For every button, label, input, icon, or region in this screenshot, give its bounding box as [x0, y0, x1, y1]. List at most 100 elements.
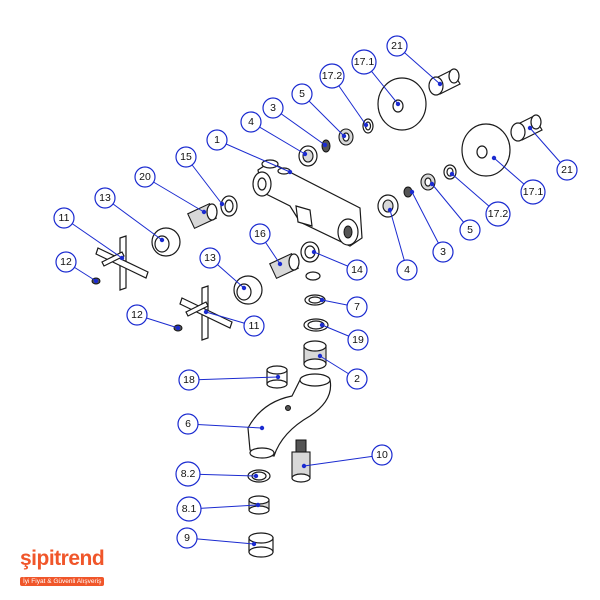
part-cap-18 — [266, 365, 288, 389]
callout-17-2: 17.2 — [449, 171, 511, 227]
part-cartridge-20 — [187, 202, 218, 230]
part-seat-5-top — [338, 128, 354, 146]
callout-circle — [351, 49, 377, 75]
part-oring-19 — [303, 318, 329, 332]
callout-circle — [240, 111, 262, 133]
part-handle-11-top — [95, 235, 149, 291]
leader-dot — [93, 278, 99, 284]
callout-7: 7 — [319, 296, 368, 318]
callout-label: 19 — [352, 334, 364, 346]
callout-circle — [199, 247, 221, 269]
leader-dot — [241, 285, 247, 291]
callout-circle — [459, 219, 481, 241]
leader-dot — [409, 189, 415, 195]
callout-circle — [206, 129, 228, 151]
callout-13: 13 — [94, 187, 165, 243]
leader-dot — [319, 297, 325, 303]
callout-label: 8.2 — [181, 468, 196, 480]
brand-name: şipitrend — [20, 547, 105, 570]
leader-dot — [429, 181, 435, 187]
callout-17-1: 17.1 — [351, 49, 401, 107]
callout-label: 17.1 — [354, 56, 375, 68]
callout-label: 5 — [299, 88, 305, 100]
callout-circle — [520, 179, 546, 205]
callout-circle — [291, 83, 313, 105]
callout-circle — [371, 444, 393, 466]
part-cover-17-1-right — [461, 123, 511, 177]
part-cartridge-16 — [269, 252, 300, 280]
leader-dot — [363, 122, 369, 128]
callout-label: 11 — [59, 212, 70, 224]
leader-dot — [287, 169, 293, 175]
callout-circle — [319, 63, 345, 89]
part-oring-14 — [300, 241, 320, 263]
leader-dot — [201, 209, 207, 215]
leader-dot — [491, 155, 497, 161]
callout-label: 1 — [214, 134, 220, 146]
callout-label: 17.1 — [523, 186, 544, 198]
callout-circle — [126, 304, 148, 326]
leader-line — [144, 176, 205, 213]
leader-line — [411, 191, 444, 253]
part-nut-4-right — [377, 194, 399, 218]
callout-5: 5 — [429, 181, 481, 241]
leader-dot — [255, 502, 261, 508]
part-diverter-10 — [291, 439, 311, 483]
callout-14: 14 — [311, 249, 368, 281]
leader-dot — [277, 261, 283, 267]
callout-13: 13 — [199, 247, 247, 291]
callout-label: 12 — [60, 256, 72, 268]
callout-6: 6 — [177, 413, 265, 435]
leader-dot — [437, 81, 443, 87]
callout-11: 11 — [53, 207, 125, 261]
callout-label: 3 — [440, 246, 446, 258]
callout-label: 17.2 — [322, 70, 343, 82]
leader-dot — [253, 473, 259, 479]
callout-label: 9 — [184, 532, 190, 544]
callout-label: 10 — [376, 449, 388, 461]
callout-15: 15 — [175, 146, 225, 207]
leader-dot — [219, 201, 225, 207]
leader-dot — [251, 541, 257, 547]
part-nut-2 — [303, 340, 327, 370]
callout-10: 10 — [301, 444, 393, 469]
callout-label: 20 — [139, 171, 151, 183]
callout-16: 16 — [249, 223, 283, 267]
callout-12: 12 — [126, 304, 181, 331]
callout-circle — [432, 241, 454, 263]
leader-line — [63, 217, 123, 259]
leader-dot — [302, 151, 308, 157]
part-connector-21-top — [428, 68, 461, 96]
callout-5: 5 — [291, 83, 347, 139]
callout-circle — [243, 315, 265, 337]
callout-circle — [175, 146, 197, 168]
callout-label: 4 — [248, 116, 254, 128]
leader-dot — [159, 237, 165, 243]
leader-dot — [341, 133, 347, 139]
callout-label: 21 — [561, 164, 573, 176]
callout-3: 3 — [262, 97, 328, 148]
callout-layer: 143517.217.12115201311121613121114719218… — [53, 35, 578, 549]
callout-circle — [53, 207, 75, 229]
callout-8-2: 8.2 — [175, 461, 259, 487]
callout-17-2: 17.2 — [319, 63, 369, 128]
callout-label: 13 — [99, 192, 111, 204]
callout-circle — [346, 368, 368, 390]
callout-1: 1 — [206, 129, 293, 175]
leader-dot — [319, 322, 325, 328]
callout-circle — [177, 413, 199, 435]
callout-2: 2 — [317, 353, 368, 390]
leader-dot — [175, 325, 181, 331]
callout-label: 21 — [391, 40, 403, 52]
callout-11: 11 — [203, 309, 265, 337]
leader-dot — [203, 309, 209, 315]
leader-dot — [395, 101, 401, 107]
part-cover-17-1-top — [377, 77, 427, 131]
leader-dot — [317, 353, 323, 359]
callout-circle — [262, 97, 284, 119]
callout-circle — [134, 166, 156, 188]
callout-circle — [249, 223, 271, 245]
part-oring-small — [305, 271, 321, 281]
leader-dot — [119, 255, 125, 261]
